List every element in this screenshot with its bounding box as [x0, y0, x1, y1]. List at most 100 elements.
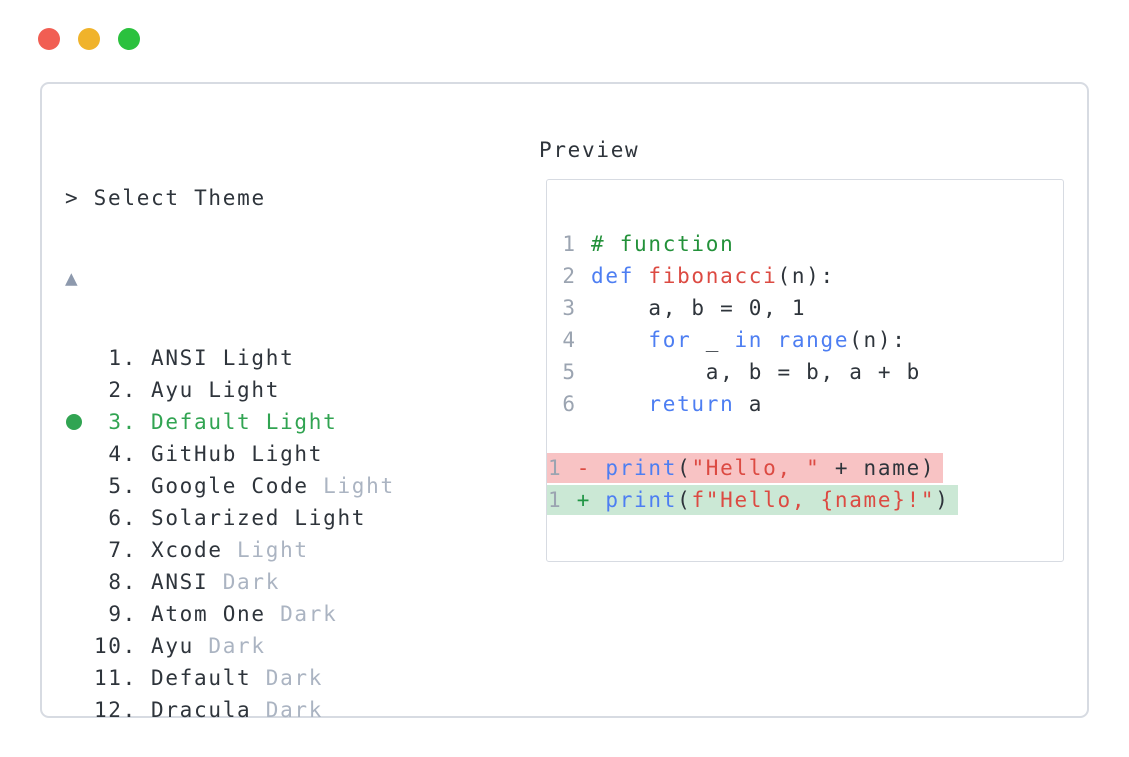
code-token: 1 — [548, 488, 577, 512]
code-token: ) — [935, 488, 950, 512]
code-line-5: 5 a, b = b, a + b — [548, 356, 1063, 388]
code-token — [591, 488, 605, 512]
code-token: print — [605, 456, 678, 480]
code-token: def — [591, 264, 635, 288]
theme-option-name: ANSI Light — [151, 346, 295, 370]
theme-option-6[interactable]: 6. Solarized Light — [65, 502, 911, 534]
theme-option-name: Xcode — [151, 538, 223, 562]
code-token — [591, 328, 648, 352]
theme-option-number: 2. — [108, 378, 137, 402]
code-token — [591, 392, 648, 416]
code-token: 4 — [548, 328, 592, 352]
theme-option-number: 10. — [93, 634, 137, 658]
minimize-button[interactable] — [78, 28, 100, 50]
zoom-button[interactable] — [118, 28, 140, 50]
code-token — [763, 328, 777, 352]
theme-option-variant: Light — [222, 538, 309, 562]
theme-option-7[interactable]: 7. Xcode Light — [65, 534, 911, 566]
theme-option-number: 4. — [108, 442, 137, 466]
theme-option-11[interactable]: 11. Default Dark — [65, 662, 911, 694]
theme-option-number: 12. — [93, 698, 137, 722]
code-token: print — [605, 488, 678, 512]
code-token: a, b = 0, 1 — [591, 296, 807, 320]
theme-options-list: 1. ANSI Light 2. Ayu Light 3. Default Light 4.… — [65, 342, 911, 726]
code-token: _ — [691, 328, 735, 352]
code-token: return — [648, 392, 735, 416]
code-token: + name) — [820, 456, 936, 480]
theme-option-8[interactable]: 8. ANSI Dark — [65, 566, 911, 598]
code-token: range — [777, 328, 850, 352]
code-token: in — [734, 328, 764, 352]
theme-option-number: 9. — [108, 602, 137, 626]
code-line-6: 6 return a — [548, 388, 1063, 420]
theme-option-2[interactable]: 2. Ayu Light — [65, 374, 911, 406]
code-token — [591, 456, 605, 480]
code-token: 5 — [548, 360, 592, 384]
theme-option-variant: Light — [308, 474, 395, 498]
theme-option-number: 8. — [108, 570, 137, 594]
theme-option-1[interactable]: 1. ANSI Light — [65, 342, 911, 374]
scroll-up-indicator[interactable]: ▲ — [65, 266, 80, 290]
theme-option-number: 1. — [108, 346, 137, 370]
code-line-8: 1 - print("Hello, " + name) — [547, 452, 1063, 484]
theme-option-name: Solarized Light — [151, 506, 367, 530]
selected-bullet-icon — [66, 414, 82, 430]
theme-option-number: 3. — [108, 410, 137, 434]
theme-option-variant: Dark — [194, 634, 266, 658]
code-token: - — [576, 456, 592, 480]
code-token: f"Hello, {name}!" — [691, 488, 936, 512]
diff-del-highlight: 1 - print("Hello, " + name) — [547, 453, 944, 483]
code-token: 1 — [548, 232, 592, 256]
theme-option-4[interactable]: 4. GitHub Light — [65, 438, 911, 470]
code-token: ( — [677, 488, 692, 512]
code-line-2: 2 def fibonacci(n): — [548, 260, 1063, 292]
theme-option-name: Dracula — [151, 698, 252, 722]
preview-title: Preview — [539, 138, 640, 162]
theme-option-name: Ayu Light — [151, 378, 281, 402]
code-token: ( — [677, 456, 692, 480]
code-token — [634, 264, 648, 288]
theme-option-number: 5. — [108, 474, 137, 498]
theme-option-name: Default — [151, 666, 252, 690]
code-token: fibonacci — [648, 264, 778, 288]
close-button[interactable] — [38, 28, 60, 50]
code-token: "Hello, " — [691, 456, 821, 480]
theme-option-number: 6. — [108, 506, 137, 530]
theme-selector-window: > Select Theme ▲ 1. ANSI Light 2. Ayu Light… — [40, 82, 1089, 722]
code-token: (n): — [849, 328, 907, 352]
traffic-lights — [38, 28, 140, 50]
theme-option-name: ANSI — [151, 570, 209, 594]
theme-option-9[interactable]: 9. Atom One Dark — [65, 598, 911, 630]
theme-option-10[interactable]: 10.Ayu Dark — [65, 630, 911, 662]
diff-ins-highlight: 1 + print(f"Hello, {name}!") — [547, 485, 958, 515]
code-line-7 — [548, 420, 1063, 452]
theme-option-variant: Dark — [265, 602, 338, 626]
code-token: 2 — [548, 264, 592, 288]
code-line-4: 4 for _ in range(n): — [548, 324, 1063, 356]
theme-option-number: 11. — [93, 666, 137, 690]
theme-selector: > Select Theme ▲ 1. ANSI Light 2. Ayu Light… — [65, 134, 911, 757]
theme-option-name: Google Code — [151, 474, 309, 498]
theme-option-variant: Dark — [208, 570, 281, 594]
theme-option-variant: Dark — [251, 666, 324, 690]
code-preview-box: 1 # function 2 def fibonacci(n): 3 a, b … — [546, 179, 1064, 562]
theme-option-name: Atom One — [151, 602, 266, 626]
code-token: for — [648, 328, 692, 352]
theme-select-prompt: > Select Theme — [65, 186, 266, 210]
theme-option-3[interactable]: 3. Default Light — [65, 406, 911, 438]
code-token: a, b = b, a + b — [591, 360, 921, 384]
code-token: 1 — [548, 456, 577, 480]
code-token: + — [576, 488, 592, 512]
code-line-1: 1 # function — [548, 228, 1063, 260]
code-token: (n): — [777, 264, 835, 288]
code-token: 3 — [548, 296, 592, 320]
theme-option-12[interactable]: 12. Dracula Dark — [65, 694, 911, 726]
theme-option-number: 7. — [108, 538, 137, 562]
theme-option-5[interactable]: 5. Google Code Light — [65, 470, 911, 502]
theme-option-name: Default Light — [151, 410, 338, 434]
theme-option-name: GitHub Light — [151, 442, 324, 466]
code-token: 6 — [548, 392, 592, 416]
code-token: # function — [591, 232, 735, 256]
theme-option-variant: Dark — [251, 698, 324, 722]
